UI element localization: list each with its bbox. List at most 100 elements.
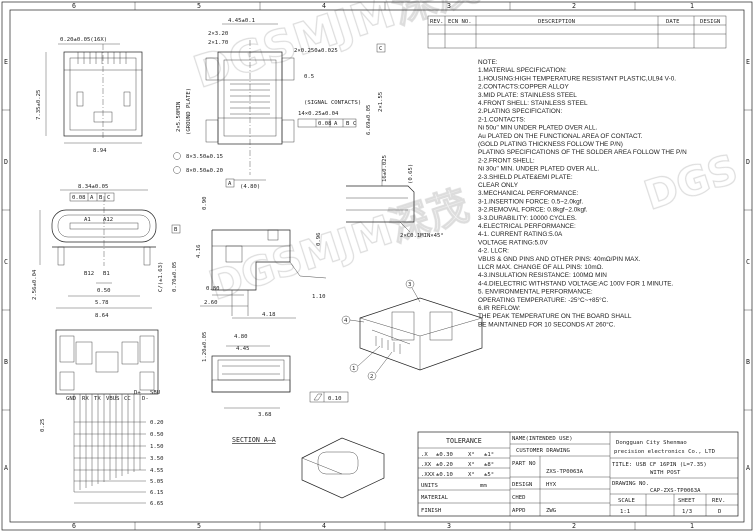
- grid-labels: 6 5 4 3 2 1 6 5 4 3 2 1 E D C B A E D C …: [4, 2, 750, 530]
- front-pin-a1: A1: [84, 217, 91, 223]
- section-view: 4.80 4.45 1.20±0.05 3.68 0.10 SECTION A–…: [202, 332, 349, 444]
- bottom-dim-0-25: 0.25: [40, 419, 46, 432]
- section-flatness-0-10: 0.10: [328, 396, 341, 402]
- front-datum-b: B: [174, 227, 178, 233]
- tb-apprd-value: ZWG: [546, 508, 557, 514]
- note-line: THE PEAK TEMPERATURE ON THE BOARD SHALL: [478, 313, 632, 320]
- note-line: 4.FRONT SHELL: STAINLESS STEEL: [478, 100, 588, 107]
- top-view: 0.20±0.05(16X) 7.35±0.25 8.94: [36, 37, 143, 154]
- bottom-dim-3-50: 3.50: [150, 456, 163, 462]
- note-line: 3-3.DURABILITY: 10000 CYCLES.: [478, 215, 577, 222]
- tb-units-label: UNITS: [421, 483, 438, 489]
- tb-tolerance-title: TOLERANCE: [446, 437, 482, 445]
- grid-right-B: B: [746, 358, 750, 366]
- grid-right-D: D: [746, 158, 750, 166]
- tb-tol-r2c2: ±0.20: [436, 462, 453, 468]
- rev-header-ecn: ECN NO.: [448, 19, 472, 25]
- note-line: 4-4.DIELECTRIC WITHSTAND VOLTAGE:AC 100V…: [478, 280, 674, 287]
- note-line: 2-3.SHIELD PLATE&EMI PLATE:: [478, 174, 573, 181]
- detail-dim-chamfer: 2×C0.1MIN×45°: [400, 233, 444, 239]
- front-dim-0-50: 0.50: [97, 288, 110, 294]
- rev-header-date: DATE: [666, 19, 680, 25]
- bottom-dim-0-20: 0.20: [150, 420, 163, 426]
- note-line: 6.IR REFLOW:: [478, 305, 521, 312]
- tb-drawing-no-label: DRAWING NO.: [612, 481, 649, 487]
- grid-bottom-4: 4: [322, 522, 326, 530]
- tb-scale-label: SCALE: [618, 498, 635, 504]
- side-dim-8x0-50: 8×0.50±0.20: [186, 168, 223, 174]
- grid-right-A: A: [746, 464, 750, 472]
- top-contacts: [77, 52, 127, 64]
- profile-dim-4-18: 4.18: [262, 312, 276, 318]
- tb-rev-label: REV.: [712, 498, 725, 504]
- note-line: 2-1.CONTACTS:: [478, 116, 526, 123]
- front-pin-b1: B1: [103, 271, 110, 277]
- section-dim-1-20: 1.20±0.05: [202, 332, 208, 362]
- grid-left-E: E: [4, 58, 8, 66]
- side-dim-0-250: 2×0.250±0.025: [294, 48, 338, 54]
- tb-part-no-label: PART NO: [512, 461, 536, 467]
- bottom-label-dminus: D-: [142, 396, 149, 402]
- front-dim-2-56: 2.56±0.04: [32, 269, 38, 300]
- tb-apprd-label: APPD: [512, 508, 526, 514]
- bottom-dim-5-05: 5.05: [150, 479, 163, 485]
- grid-bottom-6: 6: [72, 522, 76, 530]
- tb-tol-r3c4: ±5°: [484, 472, 494, 478]
- section-dim-4-80: 4.80: [234, 334, 247, 340]
- bottom-label-dplus: D+: [134, 390, 141, 396]
- iso-callout-2: 2: [370, 374, 373, 380]
- tb-customer-drawing: CUSTOMER DRAWING: [516, 448, 571, 454]
- front-dim-8-64: 8.64: [95, 313, 109, 319]
- note-line: Ni 30u" MIN. UNDER PLATED OVER ALL.: [478, 166, 599, 173]
- bottom-label-cc: CC: [124, 396, 131, 402]
- tb-tol-r1c3: X°: [468, 452, 475, 458]
- note-line: 3-1.INSERTION FORCE: 0.5~2.0kgf.: [478, 198, 583, 205]
- section-dim-3-68: 3.68: [258, 412, 272, 418]
- note-line: Ni 50u" MIN UNDER PLATED OVER ALL.: [478, 125, 598, 132]
- note-line: NOTE:: [478, 59, 498, 66]
- tb-tol-r1c2: ±0.30: [436, 452, 453, 458]
- note-line: 2.CONTACTS:COPPER ALLOY: [478, 84, 570, 91]
- tb-units-value: mm: [480, 483, 487, 489]
- note-line: 1.HOUSING:HIGH TEMPERATURE RESISTANT PLA…: [478, 75, 676, 82]
- rev-header-rev: REV.: [430, 19, 443, 25]
- grid-left-B: B: [4, 358, 8, 366]
- bottom-label-gnd: GND: [66, 396, 77, 402]
- top-dim-width: 8.94: [93, 148, 107, 154]
- tb-material-label: MATERIAL: [421, 495, 449, 501]
- note-line: 4-3.INSULATION RESISTANCE: 100MΩ MIN: [478, 272, 607, 279]
- top-dim-length: 7.35±0.25: [36, 90, 42, 120]
- side-fcf-b: B: [346, 121, 350, 127]
- profile-dim-2-60: 2.60: [204, 300, 217, 306]
- front-dim-8-34: 8.34±0.05: [78, 184, 108, 190]
- side-datum-a: A: [228, 181, 232, 187]
- note-line: 1.MATERIAL SPECIFICATION:: [478, 67, 567, 74]
- note-line: 3.MECHANICAL PERFORMANCE:: [478, 190, 578, 197]
- note-line: 2.PLATING SPECIFICATION:: [478, 108, 562, 115]
- front-dim-c: C/(±1.63): [158, 262, 164, 292]
- side-datum-c: C: [379, 46, 382, 52]
- bottom-view: GND RX TX VBUS CC D+ D- SBU 0.25 0.20 0.…: [40, 329, 163, 507]
- bottom-dim-4-55: 4.55: [150, 468, 163, 474]
- bottom-pins: [73, 394, 141, 492]
- tb-title-value: USB CF 16PIN (L=7.35): [636, 462, 707, 468]
- grid-bottom-3: 3: [447, 522, 451, 530]
- tb-design-value: HYX: [546, 482, 557, 488]
- note-line: CLEAR ONLY: [478, 182, 519, 189]
- grid-bottom-2: 2: [572, 522, 576, 530]
- profile-dim-0-96: 0.96: [316, 233, 322, 246]
- grid-top-6: 6: [72, 2, 76, 10]
- note-line: PLATING SPECIFICATIONS OF THE SOLDER ARE…: [478, 149, 687, 156]
- side-fcf-0-08: 0.08: [318, 121, 332, 127]
- bottom-label-tx: TX: [94, 396, 101, 402]
- note-line: VOLTAGE RATING:5.0V: [478, 239, 548, 246]
- tb-tol-r3c1: .XXX: [421, 472, 435, 478]
- profile-dim-0-90: 0.90: [202, 197, 208, 210]
- note-line: 3-2.REMOVAL FORCE: 0.8kgf~2.0kgf.: [478, 207, 588, 214]
- tb-tol-r1c4: ±1°: [484, 452, 494, 458]
- tb-tol-r2c3: X°: [468, 462, 475, 468]
- side-dim-5-50min: 2×5.50MIN: [176, 102, 182, 132]
- grid-right-E: E: [746, 58, 750, 66]
- side-dim-0-5: 0.5: [304, 74, 314, 80]
